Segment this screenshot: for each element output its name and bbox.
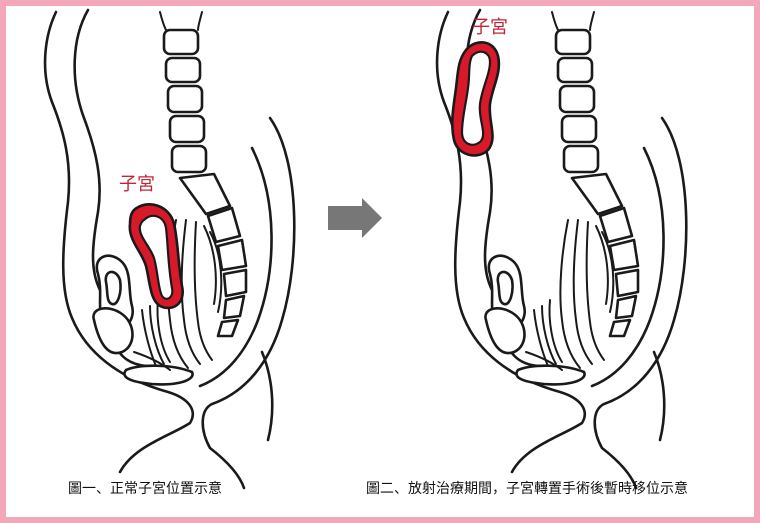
right-uterus: [451, 41, 501, 157]
left-uterus: [128, 203, 184, 310]
left-caption: 圖一、正常子宮位置示意: [68, 481, 222, 497]
left-uterus-label: 子宮: [119, 174, 155, 195]
right-caption: 圖二、放射治療期間，子宮轉置手術後暫時移位示意: [366, 481, 688, 497]
transition-arrow: [328, 198, 382, 238]
right-uterus-label: 子宮: [472, 17, 508, 38]
